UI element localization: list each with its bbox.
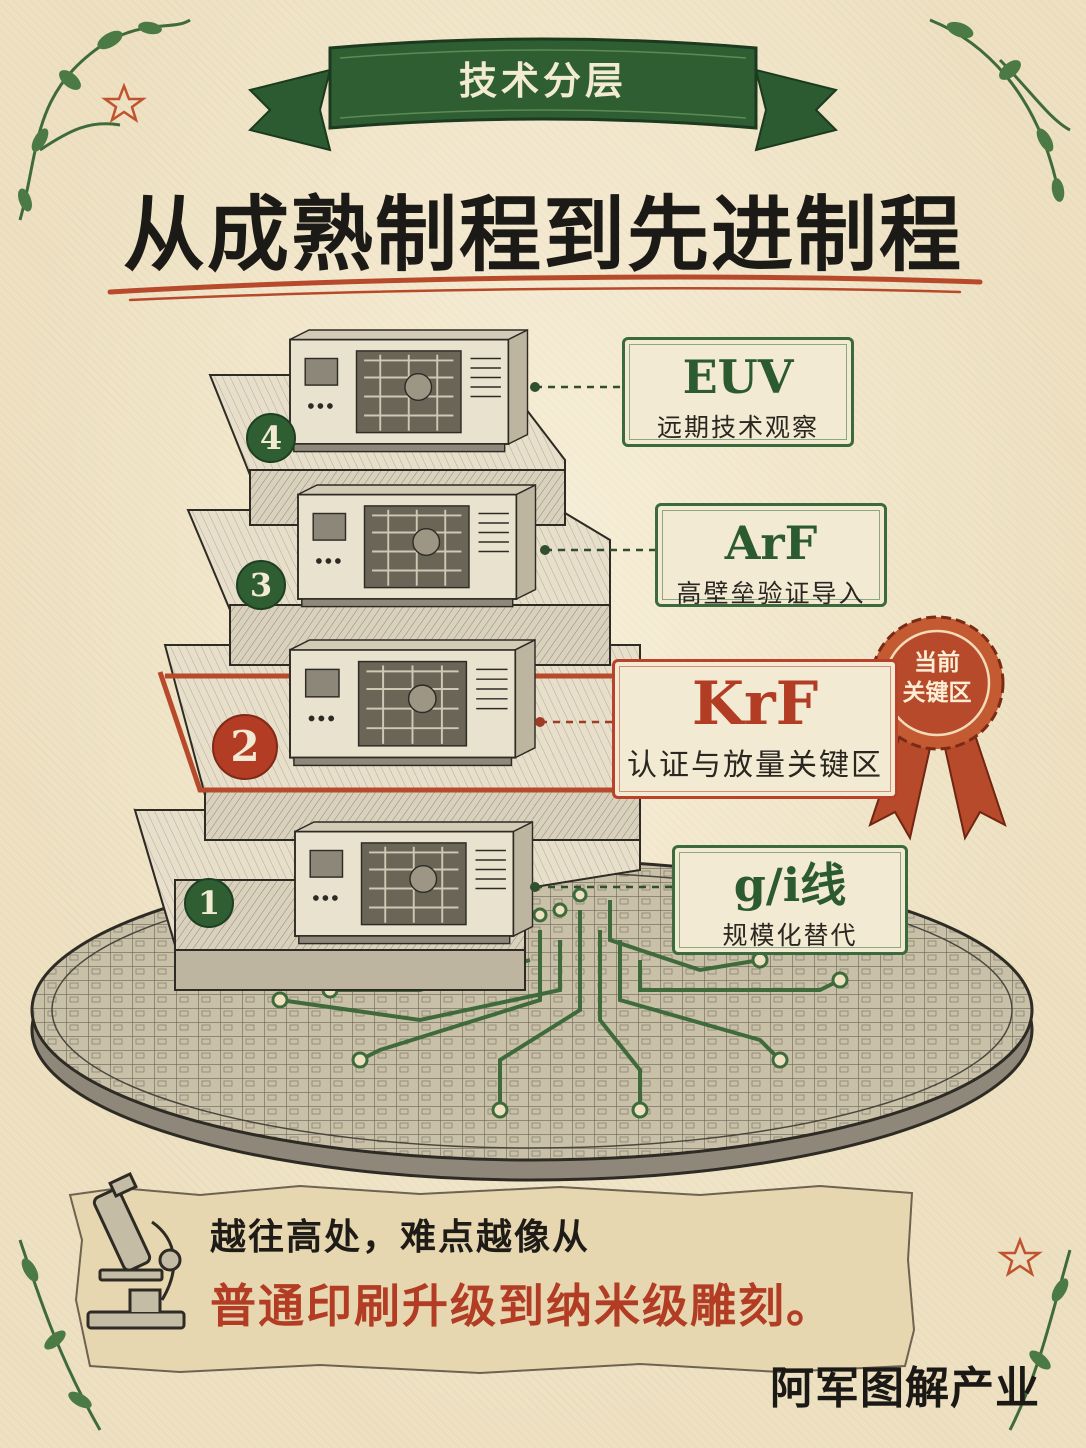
tier-3-name: ArF <box>724 516 818 570</box>
page-title: 从成熟制程到先进制程 <box>122 188 963 283</box>
lithography-machine-icon-3 <box>297 484 537 608</box>
tier-1-number: 1 <box>184 878 234 928</box>
tier-1-desc: 规模化替代 <box>722 921 858 950</box>
lithography-machine-icon-2 <box>289 639 536 767</box>
tier-3-label: ArF 高壁垒验证导入 <box>655 503 887 608</box>
star-icon <box>101 82 147 123</box>
author-signature: 阿军图解产业 <box>770 1363 1040 1414</box>
bottom-note: 越往高处，难点越像从 普通印刷升级到纳米级雕刻。 <box>210 1208 834 1336</box>
note-line-2: 普通印刷升级到纳米级雕刻。 <box>210 1279 834 1333</box>
vine-decoration-top-left <box>18 18 191 221</box>
tier-2-number: 2 <box>212 714 278 780</box>
microscope-icon <box>86 1172 186 1330</box>
tier-4-desc: 远期技术观察 <box>656 413 819 442</box>
lithography-machine-icon-1 <box>294 821 534 945</box>
tier-1-name: g/i线 <box>733 858 847 912</box>
tier-3-desc: 高壁垒验证导入 <box>676 579 866 608</box>
tier-1-label: g/i线 规模化替代 <box>672 845 908 955</box>
banner-label: 技术分层 <box>458 59 627 103</box>
seal-line-1: 当前 <box>914 650 960 676</box>
tier-4-number: 4 <box>246 413 296 463</box>
note-line-1: 越往高处，难点越像从 <box>210 1217 591 1258</box>
tier-2-desc: 认证与放量关键区 <box>627 748 883 783</box>
tier-4-label: EUV 远期技术观察 <box>622 337 854 447</box>
lithography-machine-icon-4 <box>289 329 529 453</box>
vine-decoration-bottom-right <box>1008 1249 1072 1431</box>
star-icon <box>997 1236 1043 1277</box>
title-banner <box>248 37 838 152</box>
tier-4-name: EUV <box>682 350 794 404</box>
tier-3-number: 3 <box>236 560 286 610</box>
seal-ribbon-icon <box>868 615 1007 841</box>
seal-line-2: 关键区 <box>902 680 972 706</box>
current-key-seal: 当前 关键区 <box>878 648 996 708</box>
note-paper <box>68 1184 916 1375</box>
tier-2-label: KrF 认证与放量关键区 <box>612 659 898 799</box>
tier-2-name: KrF <box>691 669 819 739</box>
